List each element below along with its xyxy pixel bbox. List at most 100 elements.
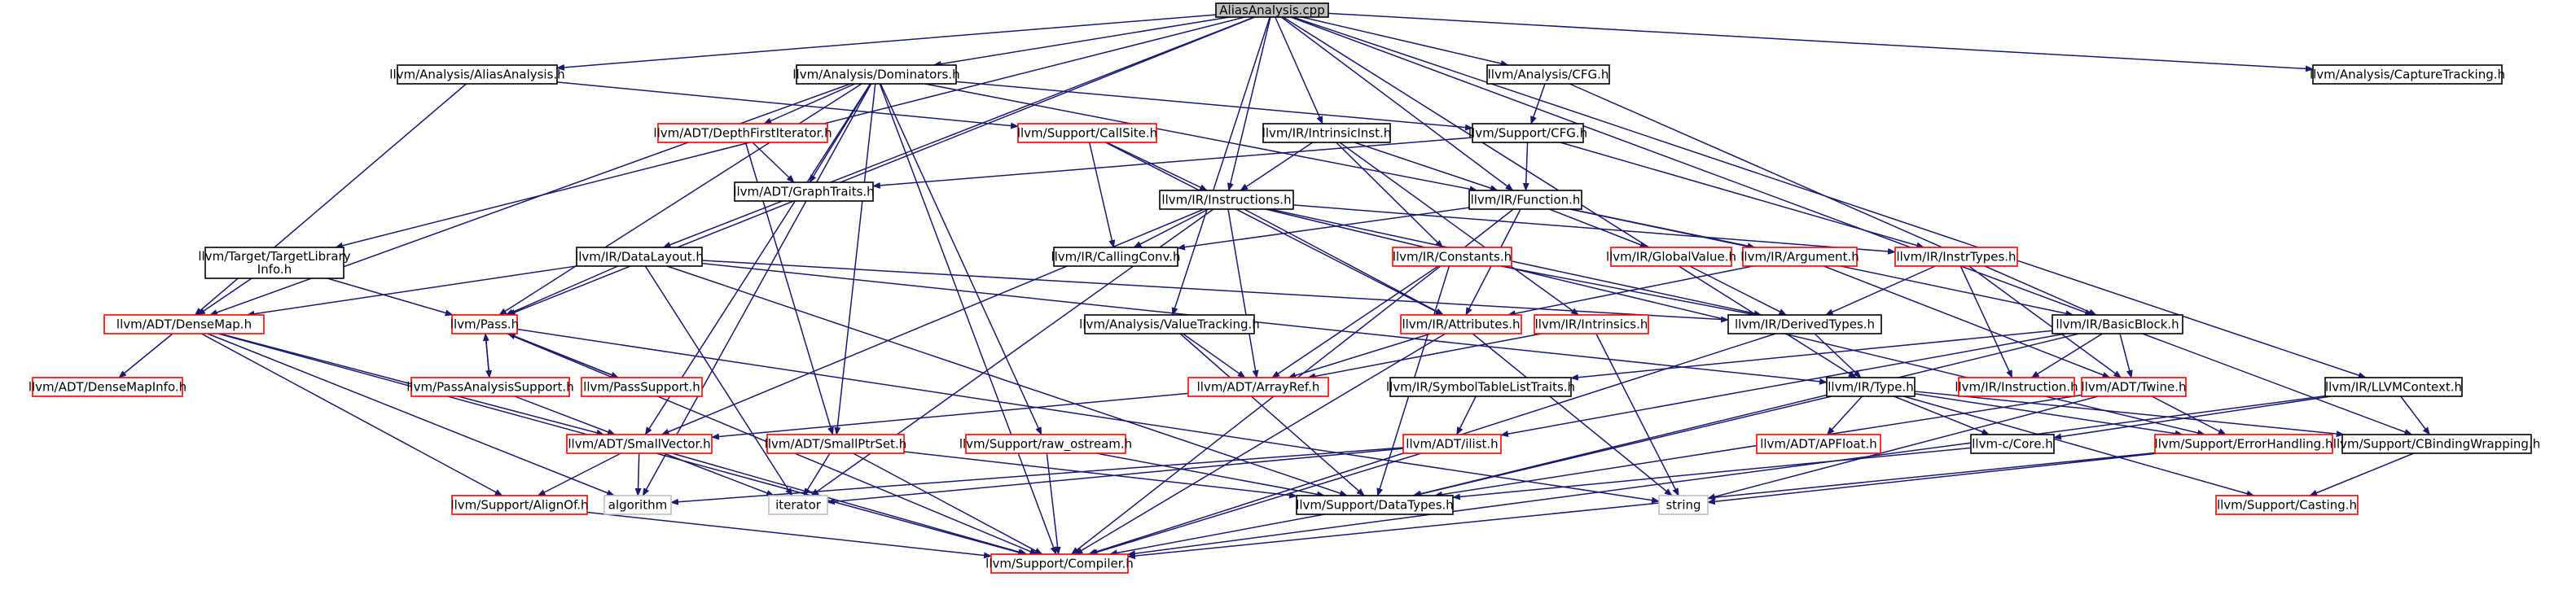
node-llvmctx[interactable]: llvm/IR/LLVMContext.h: [2324, 377, 2463, 397]
node-symtab[interactable]: llvm/IR/SymbolTableListTraits.h: [1386, 377, 1575, 397]
node-casting[interactable]: llvm/Support/Casting.h: [2215, 495, 2359, 515]
node-box: [2324, 377, 2463, 397]
node-box: [603, 495, 672, 515]
node-label: llvm/Analysis/AliasAnalysis.h: [389, 68, 564, 82]
edge-datalayout-to-datatypes: [666, 265, 1348, 496]
node-root[interactable]: AliasAnalysis.cpp: [1215, 2, 1329, 18]
node-densemap[interactable]: llvm/ADT/DenseMap.h: [103, 314, 265, 334]
node-rawos[interactable]: llvm/Support/raw_ostream.h: [959, 434, 1132, 454]
node-pass[interactable]: llvm/Pass.h: [450, 314, 519, 334]
node-cfg_s[interactable]: llvm/Support/CFG.h: [1468, 123, 1587, 143]
node-box: [2341, 434, 2532, 454]
node-attributes[interactable]: llvm/IR/Attributes.h: [1400, 314, 1522, 334]
node-label: llvm/IR/InstrTypes.h: [1896, 250, 2016, 264]
node-label: llvm/IR/Instructions.h: [1161, 193, 1291, 208]
edge-smallptr-to-compiler: [853, 452, 1043, 555]
node-alignof[interactable]: llvm/Support/AlignOf.h: [450, 495, 589, 515]
node-derived[interactable]: llvm/IR/DerivedTypes.h: [1727, 314, 1882, 334]
node-box: [1534, 314, 1649, 334]
node-iterator[interactable]: iterator: [768, 495, 828, 515]
node-box: [451, 314, 518, 334]
node-passsupport[interactable]: llvm/PassSupport.h: [581, 377, 703, 397]
node-capt[interactable]: llvm/Analysis/CaptureTracking.h: [2310, 64, 2505, 85]
node-dfi[interactable]: llvm/ADT/DepthFirstIterator.h: [653, 123, 832, 143]
edge-callsite-to-attributes: [1105, 142, 1444, 316]
node-string[interactable]: string: [1658, 495, 1709, 515]
node-instr[interactable]: llvm/IR/Instructions.h: [1159, 190, 1294, 210]
node-dom[interactable]: llvm/Analysis/Dominators.h: [792, 64, 960, 85]
node-label: llvm/IR/IntrinsicInst.h: [1262, 126, 1392, 141]
node-pas[interactable]: llvm/PassAnalysisSupport.h: [406, 377, 574, 397]
edge-pas-to-smallvec: [514, 396, 616, 435]
node-callconv[interactable]: llvm/IR/CallingConv.h: [1051, 247, 1181, 267]
node-ccore[interactable]: llvm-c/Core.h: [1970, 434, 2055, 454]
node-intrinsics[interactable]: llvm/IR/Intrinsics.h: [1534, 314, 1649, 334]
edge-valuetrack-to-datatypes: [1179, 333, 1365, 496]
node-label: llvm/IR/Attributes.h: [1402, 317, 1520, 332]
node-instrtypes[interactable]: llvm/IR/InstrTypes.h: [1894, 247, 2018, 267]
node-apfloat[interactable]: llvm/ADT/APFloat.h: [1756, 434, 1881, 454]
node-label: llvm/Analysis/CFG.h: [1488, 68, 1609, 82]
node-instruction[interactable]: llvm/IR/Instruction.h: [1955, 377, 2078, 397]
node-algorithm[interactable]: algorithm: [603, 495, 672, 515]
node-errhand[interactable]: llvm/Support/ErrorHandling.h: [2154, 434, 2333, 454]
node-label: llvm/IR/DerivedTypes.h: [1735, 317, 1875, 332]
edge-root-to-aa_h: [556, 14, 1217, 71]
node-box: [1392, 247, 1512, 267]
node-callsite[interactable]: llvm/Support/CallSite.h: [1017, 123, 1157, 143]
node-aa_h[interactable]: llvm/Analysis/AliasAnalysis.h: [389, 64, 565, 85]
node-label: llvm/IR/CallingConv.h: [1051, 250, 1180, 264]
node-constants[interactable]: llvm/IR/Constants.h: [1392, 247, 1512, 267]
node-datalayout[interactable]: llvm/IR/DataLayout.h: [575, 247, 704, 267]
node-box: [1658, 495, 1709, 515]
edge-twine-to-errhand: [2151, 396, 2227, 435]
node-box: [566, 434, 713, 454]
edge-intrinst-to-instr: [1240, 142, 1314, 191]
node-densemapinfo[interactable]: llvm/ADT/DenseMapInfo.h: [29, 377, 187, 397]
edge-instr-to-instrtypes: [1292, 204, 1896, 255]
node-graphtr[interactable]: llvm/ADT/GraphTraits.h: [733, 181, 875, 202]
edge-basicblock-to-instruction: [2030, 333, 2103, 378]
node-twine[interactable]: llvm/ADT/Twine.h: [2081, 377, 2187, 397]
edge-twine-to-string: [1707, 396, 2099, 500]
node-label: llvm/Target/TargetLibrary: [198, 249, 350, 264]
node-argument[interactable]: llvm/IR/Argument.h: [1740, 247, 1859, 267]
node-box: [768, 495, 828, 515]
node-compiler[interactable]: llvm/Support/Compiler.h: [985, 553, 1134, 574]
node-arrayref[interactable]: llvm/ADT/ArrayRef.h: [1187, 377, 1329, 397]
edge-aa_h-to-callsite: [556, 81, 1019, 129]
node-valuetrack[interactable]: llvm/Analysis/ValueTracking.h: [1079, 314, 1260, 334]
edge-dom-to-rawos: [880, 83, 1042, 435]
node-label: llvm/Support/ErrorHandling.h: [2155, 437, 2333, 452]
edge-alignof-to-compiler: [586, 511, 992, 559]
node-intrinst[interactable]: llvm/IR/IntrinsicInst.h: [1262, 123, 1392, 143]
node-cfg_a[interactable]: llvm/Analysis/CFG.h: [1486, 64, 1610, 85]
edge-type-to-apfloat: [1826, 396, 1863, 435]
node-box: [1400, 314, 1522, 334]
node-label: llvm/ADT/GraphTraits.h: [733, 185, 874, 199]
node-smallptr[interactable]: llvm/ADT/SmallPtrSet.h: [765, 434, 907, 454]
edge-dom-to-pass: [498, 83, 862, 316]
node-basicblock[interactable]: llvm/IR/BasicBlock.h: [2052, 314, 2183, 334]
node-type[interactable]: llvm/IR/Type.h: [1826, 377, 1916, 397]
node-smallvec[interactable]: llvm/ADT/SmallVector.h: [566, 434, 713, 454]
node-ilist[interactable]: llvm/ADT/ilist.h: [1402, 434, 1502, 454]
node-box: [581, 377, 703, 397]
node-box: [1187, 377, 1329, 397]
edge-attributes-to-string: [1472, 333, 1673, 496]
node-cbind[interactable]: llvm/Support/CBindingWrapping.h: [2333, 434, 2540, 454]
node-datatypes[interactable]: llvm/Support/DataTypes.h: [1296, 495, 1454, 515]
edge-pass-to-string: [516, 328, 1660, 504]
edge-smallvec-to-algorithm: [634, 452, 642, 496]
node-globalval[interactable]: llvm/IR/GlobalValue.h: [1606, 247, 1736, 267]
edge-smallptr-to-iterator: [803, 452, 831, 496]
node-function[interactable]: llvm/IR/Function.h: [1468, 190, 1582, 210]
node-label: llvm/ADT/Twine.h: [2081, 380, 2186, 395]
edge-llvmctx-to-compiler: [1127, 395, 2326, 557]
edge-type-to-datatypes: [1413, 396, 1832, 497]
edge-dom-to-smallvec: [644, 83, 871, 435]
node-label: llvm/IR/Function.h: [1471, 193, 1581, 208]
edge-datalayout-to-type: [701, 262, 1828, 385]
node-box: [1970, 434, 2055, 454]
